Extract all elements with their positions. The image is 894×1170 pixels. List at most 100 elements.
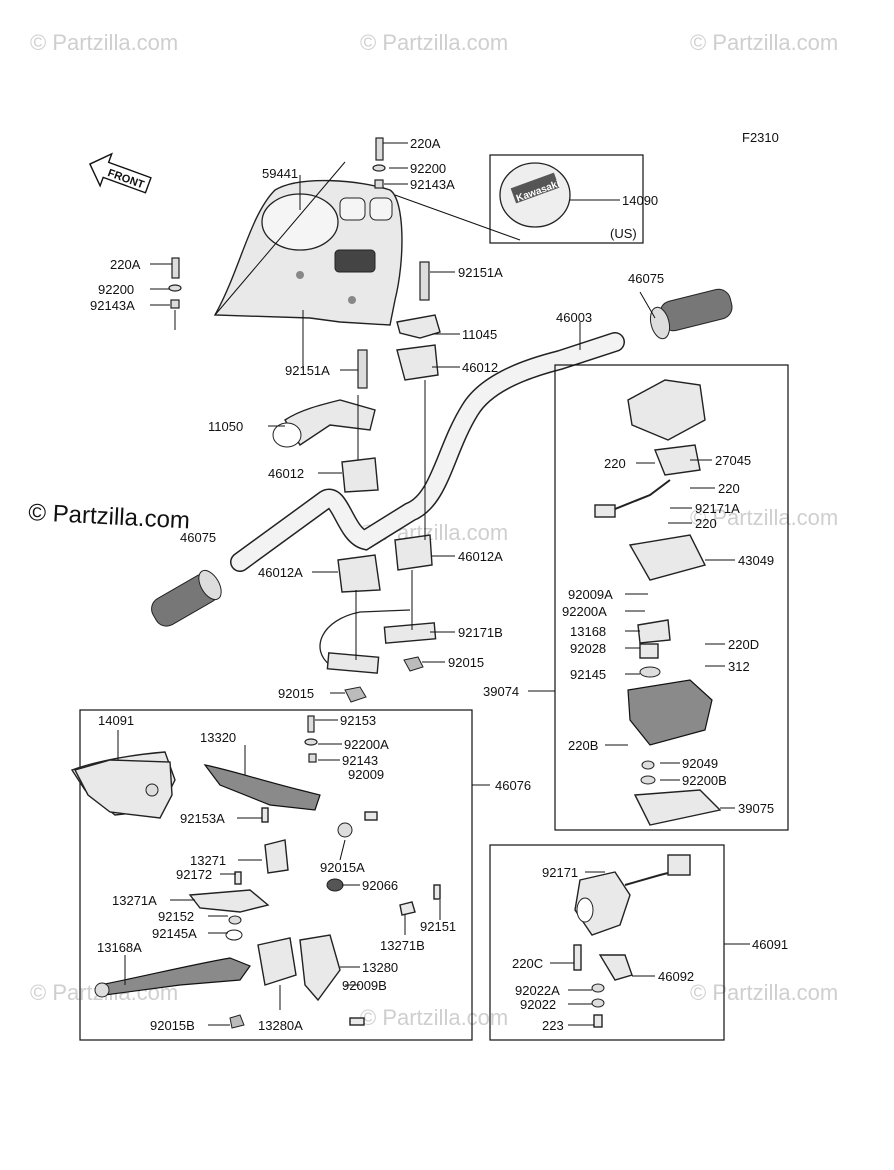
label-92200B: 92200B bbox=[682, 773, 727, 788]
label-92143A-left: 92143A bbox=[90, 298, 135, 313]
label-14090: 14090 bbox=[622, 193, 658, 208]
label-43049: 43049 bbox=[738, 553, 774, 568]
grip-right-46075 bbox=[649, 288, 733, 340]
holder-46012A-a bbox=[337, 554, 381, 593]
label-92015-right: 92015 bbox=[448, 655, 484, 670]
meter-cover-59441 bbox=[213, 179, 403, 326]
switch-parts bbox=[573, 854, 691, 1028]
label-92200A-left: 92200A bbox=[344, 737, 389, 752]
label-220B: 220B bbox=[568, 738, 598, 753]
label-92022A: 92022A bbox=[515, 983, 560, 998]
label-27045: 27045 bbox=[715, 453, 751, 468]
label-92015B: 92015B bbox=[150, 1018, 195, 1033]
label-46012A-left: 46012A bbox=[258, 565, 303, 580]
label-46003: 46003 bbox=[556, 310, 592, 325]
cover-14091 bbox=[73, 759, 173, 819]
label-13271A: 13271A bbox=[112, 893, 157, 908]
label-13168A: 13168A bbox=[97, 940, 142, 955]
label-13280A: 13280A bbox=[258, 1018, 303, 1033]
label-92152: 92152 bbox=[158, 909, 194, 924]
label-46092: 46092 bbox=[658, 969, 694, 984]
label-92200-top: 92200 bbox=[410, 161, 446, 176]
label-92171A: 92171A bbox=[695, 501, 740, 516]
label-59441: 59441 bbox=[262, 166, 298, 181]
label-220A-top: 220A bbox=[410, 136, 441, 151]
watermark-top-left: © Partzilla.com bbox=[30, 30, 178, 55]
label-92151A-top: 92151A bbox=[458, 265, 503, 280]
label-11050: 11050 bbox=[208, 419, 243, 434]
label-92153: 92153 bbox=[340, 713, 376, 728]
label-92171: 92171 bbox=[542, 865, 578, 880]
switch-box bbox=[489, 844, 725, 1041]
label-46075-left: 46075 bbox=[180, 530, 216, 545]
label-92015A: 92015A bbox=[320, 860, 365, 875]
watermark-dark: © Partzilla.com bbox=[28, 499, 191, 534]
bracket-11050 bbox=[272, 399, 376, 448]
label-92022: 92022 bbox=[520, 997, 556, 1012]
label-11045: 11045 bbox=[462, 327, 497, 342]
holder-46012-top bbox=[396, 344, 439, 381]
label-46012-mid: 46012 bbox=[268, 466, 304, 481]
label-92153A: 92153A bbox=[180, 811, 225, 826]
holder-46012A-b bbox=[394, 534, 433, 571]
label-92009: 92009 bbox=[348, 767, 384, 782]
label-92009A: 92009A bbox=[568, 587, 613, 602]
bolts bbox=[168, 137, 430, 763]
grip-left-46075 bbox=[151, 569, 222, 627]
label-220-b: 220 bbox=[718, 481, 740, 496]
part-labels: 220A 92200 92143A 59441 14090 220A 92200… bbox=[90, 136, 788, 1033]
label-92028: 92028 bbox=[570, 641, 606, 656]
label-92145: 92145 bbox=[570, 667, 606, 682]
label-14091: 14091 bbox=[98, 713, 134, 728]
label-92049: 92049 bbox=[682, 756, 718, 771]
region-note: (US) bbox=[610, 226, 637, 241]
watermark-bottom-right: © Partzilla.com bbox=[690, 980, 838, 1005]
label-92143: 92143 bbox=[342, 753, 378, 768]
label-220-c: 220 bbox=[695, 516, 717, 531]
label-92172: 92172 bbox=[176, 867, 212, 882]
emblem-box: Kawasaki (US) bbox=[489, 154, 644, 244]
label-13280: 13280 bbox=[362, 960, 398, 975]
watermark-bottom-center: © Partzilla.com bbox=[360, 1005, 508, 1030]
label-220D: 220D bbox=[728, 637, 759, 652]
label-46076: 46076 bbox=[495, 778, 531, 793]
watermark-mid-right: © Partzilla.com bbox=[690, 505, 838, 530]
label-13320: 13320 bbox=[200, 730, 236, 745]
label-92009B: 92009B bbox=[342, 978, 387, 993]
label-223: 223 bbox=[542, 1018, 564, 1033]
label-13168: 13168 bbox=[570, 624, 606, 639]
leader-lines bbox=[117, 142, 750, 1026]
label-46012A-right: 46012A bbox=[458, 549, 503, 564]
label-92066: 92066 bbox=[362, 878, 398, 893]
label-13271: 13271 bbox=[190, 853, 226, 868]
label-92143A-top: 92143A bbox=[410, 177, 455, 192]
label-46075-right: 46075 bbox=[628, 271, 664, 286]
watermark-top-center: © Partzilla.com bbox=[360, 30, 508, 55]
label-92200A-right: 92200A bbox=[562, 604, 607, 619]
label-92171B: 92171B bbox=[458, 625, 503, 640]
front-arrow-icon: FRONT bbox=[88, 152, 152, 194]
handlebar-46003 bbox=[230, 332, 625, 572]
label-39075: 39075 bbox=[738, 801, 774, 816]
throttle-case-box bbox=[554, 364, 789, 831]
cable-clamp bbox=[319, 609, 437, 703]
label-312: 312 bbox=[728, 659, 750, 674]
holder-11045 bbox=[396, 314, 441, 339]
label-220A-left: 220A bbox=[110, 257, 141, 272]
label-220C: 220C bbox=[512, 956, 543, 971]
label-46091: 46091 bbox=[752, 937, 788, 952]
label-92151A-mid: 92151A bbox=[285, 363, 330, 378]
holder-46012-mid bbox=[341, 457, 379, 493]
label-92015-left: 92015 bbox=[278, 686, 314, 701]
throttle-parts bbox=[594, 379, 722, 826]
figure-code: F2310 bbox=[742, 130, 779, 145]
label-13271B: 13271B bbox=[380, 938, 425, 953]
label-39074: 39074 bbox=[483, 684, 519, 699]
lever-assembly-box bbox=[79, 709, 473, 1041]
label-92145A: 92145A bbox=[152, 926, 197, 941]
label-220-a: 220 bbox=[604, 456, 626, 471]
watermark-top-right: © Partzilla.com bbox=[690, 30, 838, 55]
label-92200-left: 92200 bbox=[98, 282, 134, 297]
label-46012-top: 46012 bbox=[462, 360, 498, 375]
